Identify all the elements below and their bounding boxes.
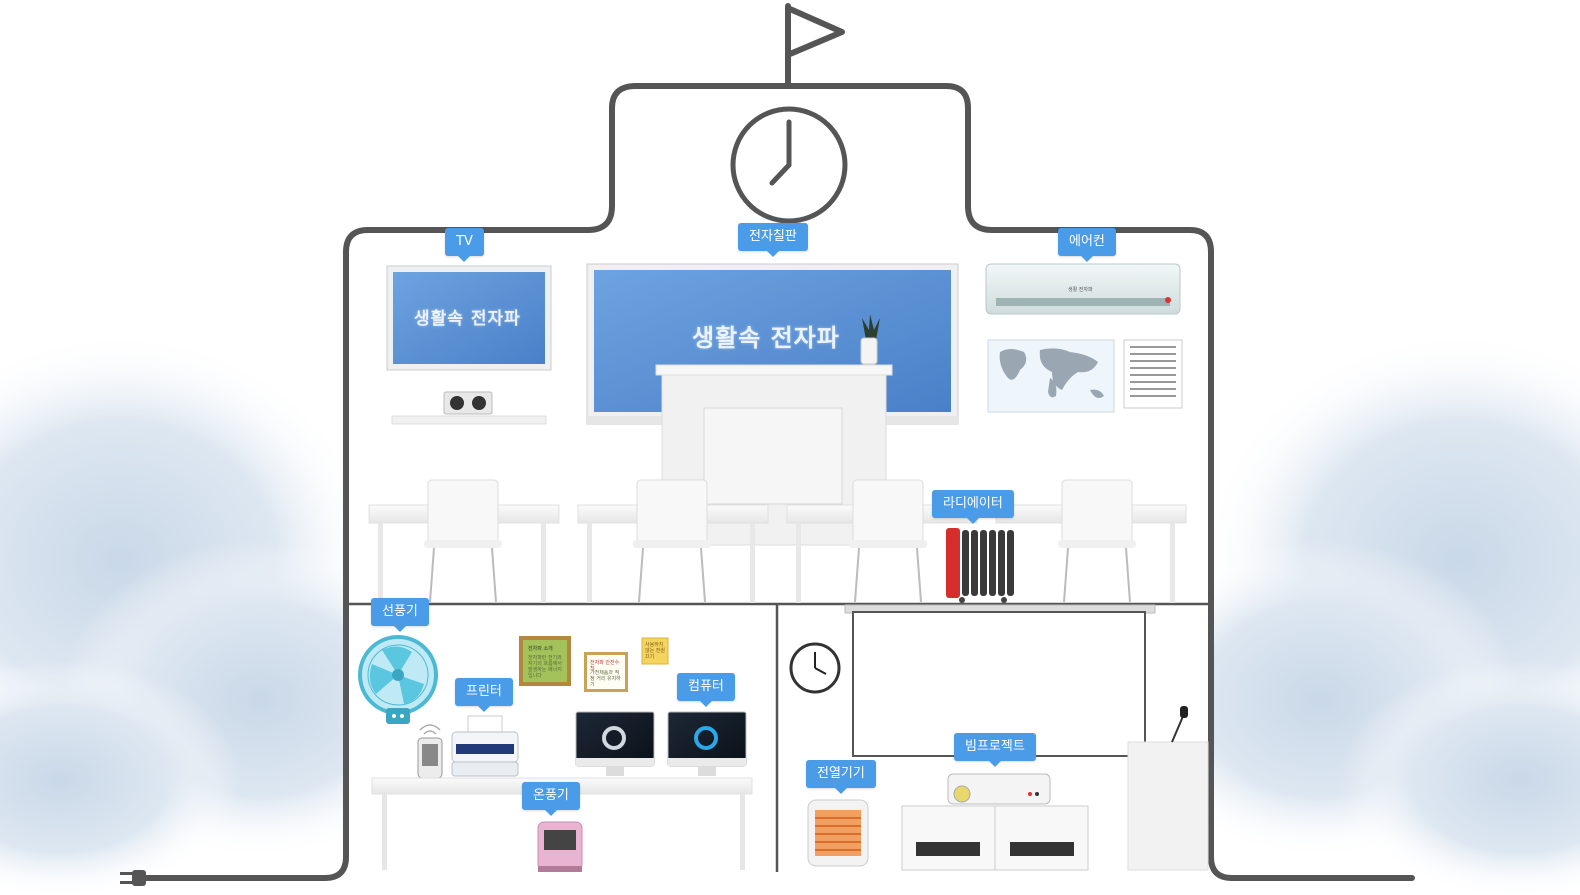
air-conditioner[interactable] [985,263,1181,315]
lectern [1127,706,1209,871]
fan[interactable] [358,635,438,724]
green-notice-board [519,636,571,686]
green-board-text: 전자파란 전기와 자기의 흐름에서 발생하는 에너지입니다 [528,655,562,679]
beam-projector[interactable] [901,773,1089,871]
electric-heater[interactable] [807,799,869,867]
radiator[interactable] [946,528,1014,603]
letter-chart [1123,339,1183,409]
board-screen-logo: 생활속 전자파 [692,324,840,352]
label-tv[interactable]: TV [445,228,484,262]
label-electronic-blackboard[interactable]: 전자칠판 [738,223,808,257]
plant [860,314,880,365]
paper-note-text: 가전제품과 적정 거리 유지하기 [590,670,621,688]
fan-heater[interactable] [537,821,583,872]
yellow-note-text: 사용하지 않는 전원 끄기 [645,642,665,660]
clock-icon [730,106,848,224]
computers[interactable] [575,711,747,776]
world-map [987,339,1115,413]
yellow-sticky-note [641,637,669,665]
flag-icon [785,3,845,89]
wall-clock [789,642,841,694]
green-board-title: 전자파 소개 [528,646,553,652]
printer[interactable] [451,715,519,777]
label-printer[interactable]: 프린터 [455,678,513,712]
tv[interactable] [386,265,552,425]
aircon-brand: 생활 전자파 [1068,287,1093,293]
paper-notice [584,652,628,692]
tv-screen-logo: 생활속 전자파 [414,309,521,329]
label-radiator[interactable]: 라디에이터 [932,490,1014,524]
paper-note-title: 전자파 안전수칙 [590,660,620,672]
label-air-conditioner[interactable]: 에어컨 [1058,228,1116,262]
label-fan-heater[interactable]: 온풍기 [522,782,580,816]
plug-icon [120,870,146,886]
label-fan[interactable]: 선풍기 [371,598,429,632]
label-computer[interactable]: 컴퓨터 [677,673,735,707]
classroom-desks [368,479,1187,603]
label-electric-heater[interactable]: 전열기기 [806,760,876,794]
label-beam-projector[interactable]: 빔프로젝트 [954,733,1036,767]
phone [417,724,443,779]
floor-divider [348,602,1209,872]
